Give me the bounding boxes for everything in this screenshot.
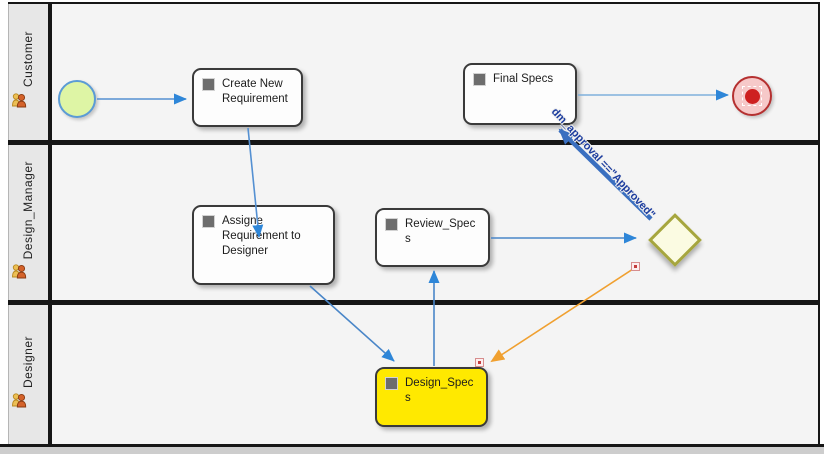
- task-marker-icon: [385, 218, 398, 231]
- lane-header-designer[interactable]: Designer: [8, 305, 48, 444]
- task-create-new-requirement[interactable]: Create New Requirement: [192, 68, 303, 127]
- lane-header-design-manager[interactable]: Design_Manager: [8, 145, 48, 300]
- end-event-selection-box: [742, 86, 762, 106]
- lane-header-divider: [48, 2, 52, 447]
- connector-endpoint-handle[interactable]: [475, 358, 484, 367]
- outside-canvas-strip: [0, 447, 824, 454]
- frame-bottom-border: [0, 444, 824, 447]
- task-design-specs[interactable]: Design_Specs: [375, 367, 488, 427]
- lane-header-customer[interactable]: Customer: [8, 4, 48, 140]
- person-group-icon: [11, 92, 28, 113]
- task-marker-icon: [385, 377, 398, 390]
- person-group-icon: [11, 392, 28, 413]
- handle-dot: [634, 265, 637, 268]
- task-label: Review_Specs: [405, 218, 476, 245]
- end-event-terminate-dot: [744, 88, 760, 104]
- task-marker-icon: [202, 78, 215, 91]
- handle-dot: [478, 361, 481, 364]
- lane-label: Design_Manager: [21, 160, 35, 260]
- task-label: Design_Specs: [405, 377, 474, 404]
- person-group-icon: [11, 263, 28, 284]
- frame-right-border: [818, 2, 820, 447]
- task-final-specs[interactable]: Final Specs: [463, 63, 577, 125]
- task-label: Assigne Requirement to Designer: [222, 215, 301, 257]
- lane-label: Designer: [21, 335, 35, 389]
- task-review-specs[interactable]: Review_Specs: [375, 208, 490, 267]
- task-label: Create New Requirement: [222, 78, 288, 105]
- end-event[interactable]: [732, 76, 772, 116]
- start-event[interactable]: [58, 80, 96, 118]
- task-label: Final Specs: [493, 73, 554, 85]
- task-marker-icon: [202, 215, 215, 228]
- lane-separator-1: [8, 140, 818, 145]
- lane-separator-2: [8, 300, 818, 305]
- connector-endpoint-handle[interactable]: [631, 262, 640, 271]
- task-assigne-requirement-to-designer[interactable]: Assigne Requirement to Designer: [192, 205, 335, 285]
- lane-label: Customer: [21, 31, 35, 88]
- frame-top-border: [8, 2, 820, 4]
- lane-header-column: [8, 4, 48, 444]
- task-marker-icon: [473, 73, 486, 86]
